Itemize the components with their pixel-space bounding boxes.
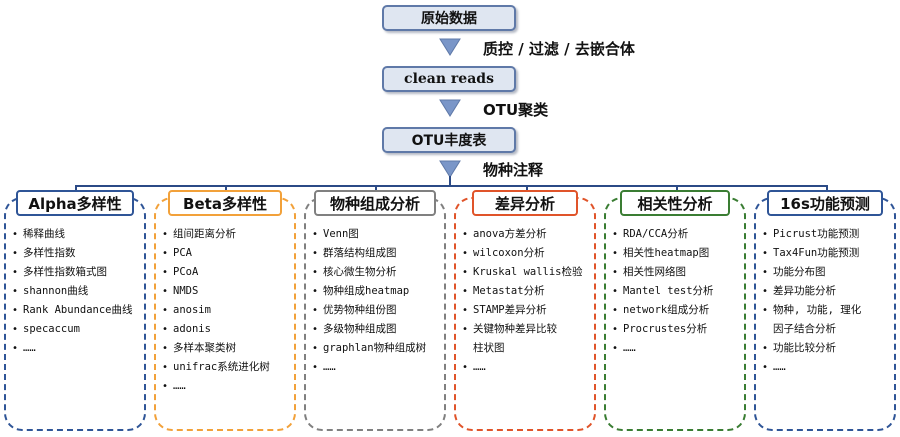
list-item: Picrust功能预测 [760,225,892,244]
list-item: specaccum [10,320,142,339]
panel-function-prediction: 16s功能预测 Picrust功能预测Tax4Fun功能预测功能分布图差异功能分… [754,190,896,431]
connector-line [449,176,451,186]
list-item: 组间距离分析 [160,225,292,244]
list-item: 核心微生物分析 [310,263,442,282]
panel-species-composition: 物种组成分析 Venn图群落结构组成图核心微生物分析物种组成heatmap优势物… [304,190,446,431]
step-label-qc: 质控 / 过滤 / 去嵌合体 [483,40,635,58]
list-item: unifrac系统进化树 [160,358,292,377]
panel-title: Beta多样性 [168,190,282,216]
list-item: 功能比较分析 [760,339,892,358]
list-item: 多样性指数 [10,244,142,263]
list-item: 群落结构组成图 [310,244,442,263]
panel-item-list: anova方差分析wilcoxon分析Kruskal wallis检验Metas… [460,225,592,377]
list-item: Venn图 [310,225,442,244]
list-item: 差异功能分析 [760,282,892,301]
panel-correlation-analysis: 相关性分析 RDA/CCA分析相关性heatmap图相关性网络图Mantel t… [604,190,746,431]
list-item: 多样性指数箱式图 [10,263,142,282]
list-item: Metastat分析 [460,282,592,301]
list-item: shannon曲线 [10,282,142,301]
panel-title: 相关性分析 [620,190,730,216]
list-item: …… [10,339,142,358]
list-item: 多级物种组成图 [310,320,442,339]
flow-box-raw-data: 原始数据 [382,5,516,31]
list-item-line: 柱状图 [473,342,505,354]
step-label-annotation: 物种注释 [483,161,544,179]
list-item: …… [160,377,292,396]
panel-item-list: Venn图群落结构组成图核心微生物分析物种组成heatmap优势物种组份图多级物… [310,225,442,377]
step-label-otu-clustering: OTU聚类 [483,101,549,119]
list-item: PCoA [160,263,292,282]
panel-item-list: RDA/CCA分析相关性heatmap图相关性网络图Mantel test分析n… [610,225,742,358]
flow-box-label: 原始数据 [421,11,477,27]
list-item: RDA/CCA分析 [610,225,742,244]
list-item: …… [760,358,892,377]
list-item: NMDS [160,282,292,301]
panel-title: 16s功能预测 [767,190,883,216]
down-arrow-icon [439,160,461,178]
list-item: Mantel test分析 [610,282,742,301]
list-item-line: 物种, 功能, 理化 [773,304,862,316]
list-item: STAMP差异分析 [460,301,592,320]
panel-title: 差异分析 [472,190,578,216]
list-item: 物种组成heatmap [310,282,442,301]
list-item: Tax4Fun功能预测 [760,244,892,263]
flow-box-clean-reads: clean reads [382,66,516,92]
panel-alpha-diversity: Alpha多样性 稀释曲线多样性指数多样性指数箱式图shannon曲线Rank … [4,190,146,431]
list-item: anova方差分析 [460,225,592,244]
down-arrow-icon [439,99,461,117]
flow-box-otu-table: OTU丰度表 [382,127,516,153]
list-item: Rank Abundance曲线 [10,301,142,320]
flow-box-label: clean reads [404,71,494,87]
list-item: Procrustes分析 [610,320,742,339]
down-arrow-icon [439,38,461,56]
list-item: 稀释曲线 [10,225,142,244]
panel-item-list: 稀释曲线多样性指数多样性指数箱式图shannon曲线Rank Abundance… [10,225,142,358]
list-item: 相关性网络图 [610,263,742,282]
list-item: …… [610,339,742,358]
list-item-line: 关键物种差异比较 [473,323,557,335]
list-item: 多样本聚类树 [160,339,292,358]
list-item: anosim [160,301,292,320]
list-item: PCA [160,244,292,263]
connector-line [75,185,827,187]
flow-box-label: OTU丰度表 [411,133,487,149]
list-item: 相关性heatmap图 [610,244,742,263]
panel-differential-analysis: 差异分析 anova方差分析wilcoxon分析Kruskal wallis检验… [454,190,596,431]
list-item: adonis [160,320,292,339]
list-item: 优势物种组份图 [310,301,442,320]
list-item: network组成分析 [610,301,742,320]
list-item: …… [460,358,592,377]
list-item: Kruskal wallis检验 [460,263,592,282]
list-item-line: 因子结合分析 [773,323,836,335]
list-item: 功能分布图 [760,263,892,282]
panel-item-list: 组间距离分析PCAPCoANMDSanosimadonis多样本聚类树unifr… [160,225,292,396]
list-item: …… [310,358,442,377]
panel-beta-diversity: Beta多样性 组间距离分析PCAPCoANMDSanosimadonis多样本… [154,190,296,431]
panel-title: Alpha多样性 [16,190,134,216]
panel-title: 物种组成分析 [314,190,436,216]
panel-item-list: Picrust功能预测Tax4Fun功能预测功能分布图差异功能分析物种, 功能,… [760,225,892,377]
list-item: graphlan物种组成树 [310,339,442,358]
list-item: wilcoxon分析 [460,244,592,263]
